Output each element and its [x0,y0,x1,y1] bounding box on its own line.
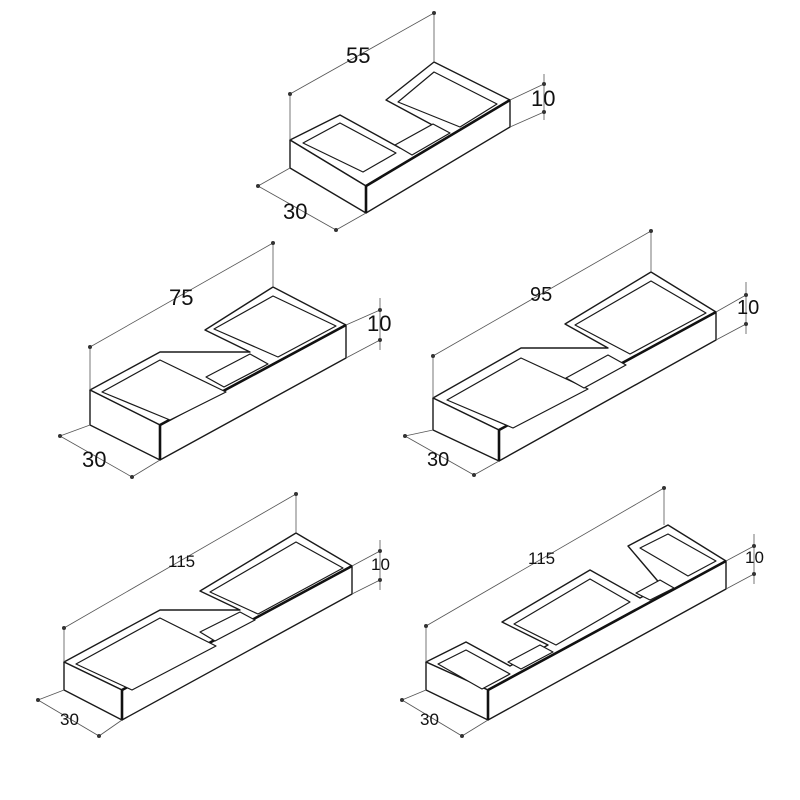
shelf-55-length-label: 55 [346,43,370,68]
shelf-55: 55 30 10 [256,11,555,232]
shelf-75-dimensions: 75 30 10 [58,241,391,479]
shelf-115-b-length-label: 115 [528,549,555,568]
shelf-75-height-label: 10 [367,311,391,336]
shelf-55-dimensions: 55 30 10 [256,11,555,232]
shelf-115-b-dimensions: 115 30 10 [400,486,764,738]
shelf-115-b-height-label: 10 [745,548,764,567]
shelf-115-a-height-label: 10 [371,555,390,574]
shelf-75-depth-label: 30 [82,447,106,472]
shelf-115-a-depth-label: 30 [60,710,79,729]
shelf-95-length-label: 95 [530,284,552,306]
shelf-95-drawing [432,271,717,462]
shelf-95-dimensions: 95 30 10 [403,229,759,477]
shelf-95-height-label: 10 [737,297,759,319]
shelf-95: 95 30 10 [403,229,759,477]
shelf-75-drawing [89,286,347,461]
shelf-75-length-label: 75 [169,285,193,310]
shelf-55-drawing [289,61,511,214]
shelf-115-b-drawing [425,524,727,721]
shelf-55-depth-label: 30 [283,199,307,224]
shelf-115-b: 115 30 10 [400,486,764,738]
shelf-75: 75 30 10 [58,241,391,479]
shelf-95-depth-label: 30 [427,449,449,471]
shelf-115-a-length-label: 115 [168,552,195,571]
shelf-115-a: 115 30 10 [36,492,390,738]
shelf-115-a-dimensions: 115 30 10 [36,492,390,738]
shelf-55-height-label: 10 [531,86,555,111]
shelf-115-b-depth-label: 30 [420,710,439,729]
shelf-115-a-drawing [63,532,353,721]
